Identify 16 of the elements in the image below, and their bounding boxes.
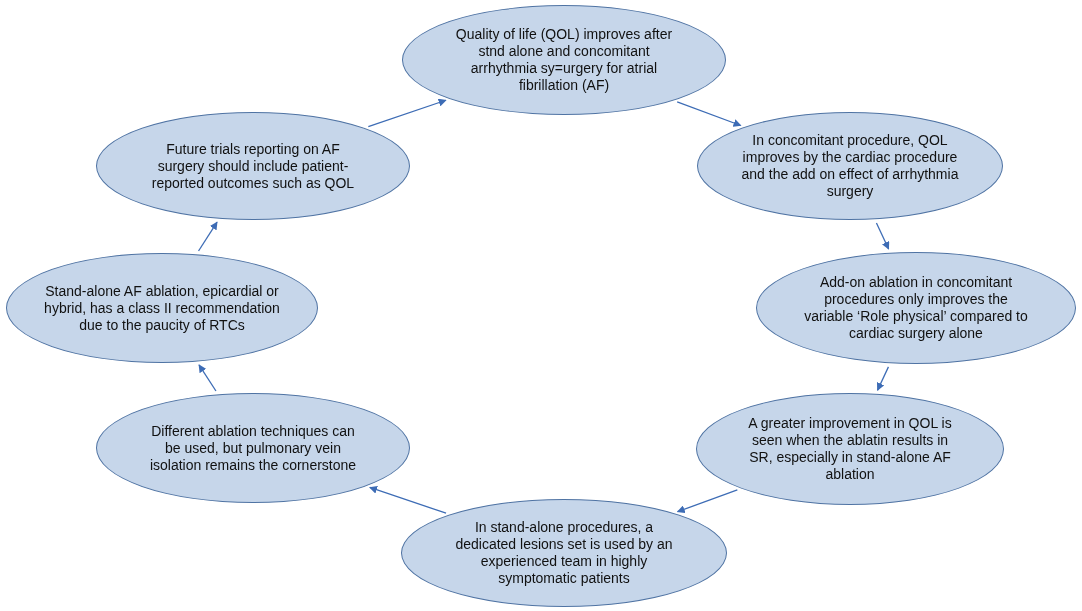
node-text: Add-on ablation in concomitant procedures only improves the variable ‘Role physical’ compared to cardiac surgery alone [803, 274, 1029, 342]
arrow [369, 485, 447, 514]
node-text: Future trials reporting on AF surgery should include patient-reported outcomes such as QOL [150, 140, 356, 192]
node-text: A greater improvement in QOL is seen when the ablatin results in SR, especially in stand-alone AF ablation [747, 415, 953, 483]
arrow [367, 98, 447, 128]
node-text: Stand-alone AF ablation, epicardial or hybrid, has a class II recommendation due to the paucity of RTCs [43, 282, 281, 334]
node-text: Different ablation techniques can be used, but pulmonary vein isolation remains the cornerstone [148, 422, 358, 474]
arrow [198, 364, 217, 392]
arrow [875, 222, 890, 250]
arrow [676, 101, 742, 127]
arrow [676, 489, 738, 513]
node-text: Quality of life (QOL) improves after stnd alone and concomitant arrhythmia sy=urgery for atrial fibrillation (AF) [455, 26, 673, 94]
arrow [876, 366, 890, 391]
arrow [197, 221, 218, 252]
node-text: In concomitant procedure, QOL improves by the cardiac procedure and the add on effect of arrhythmia surgery [740, 132, 960, 200]
node-text: In stand-alone procedures, a dedicated lesions set is used by an experienced team in highly symptomatic patients [454, 519, 674, 587]
